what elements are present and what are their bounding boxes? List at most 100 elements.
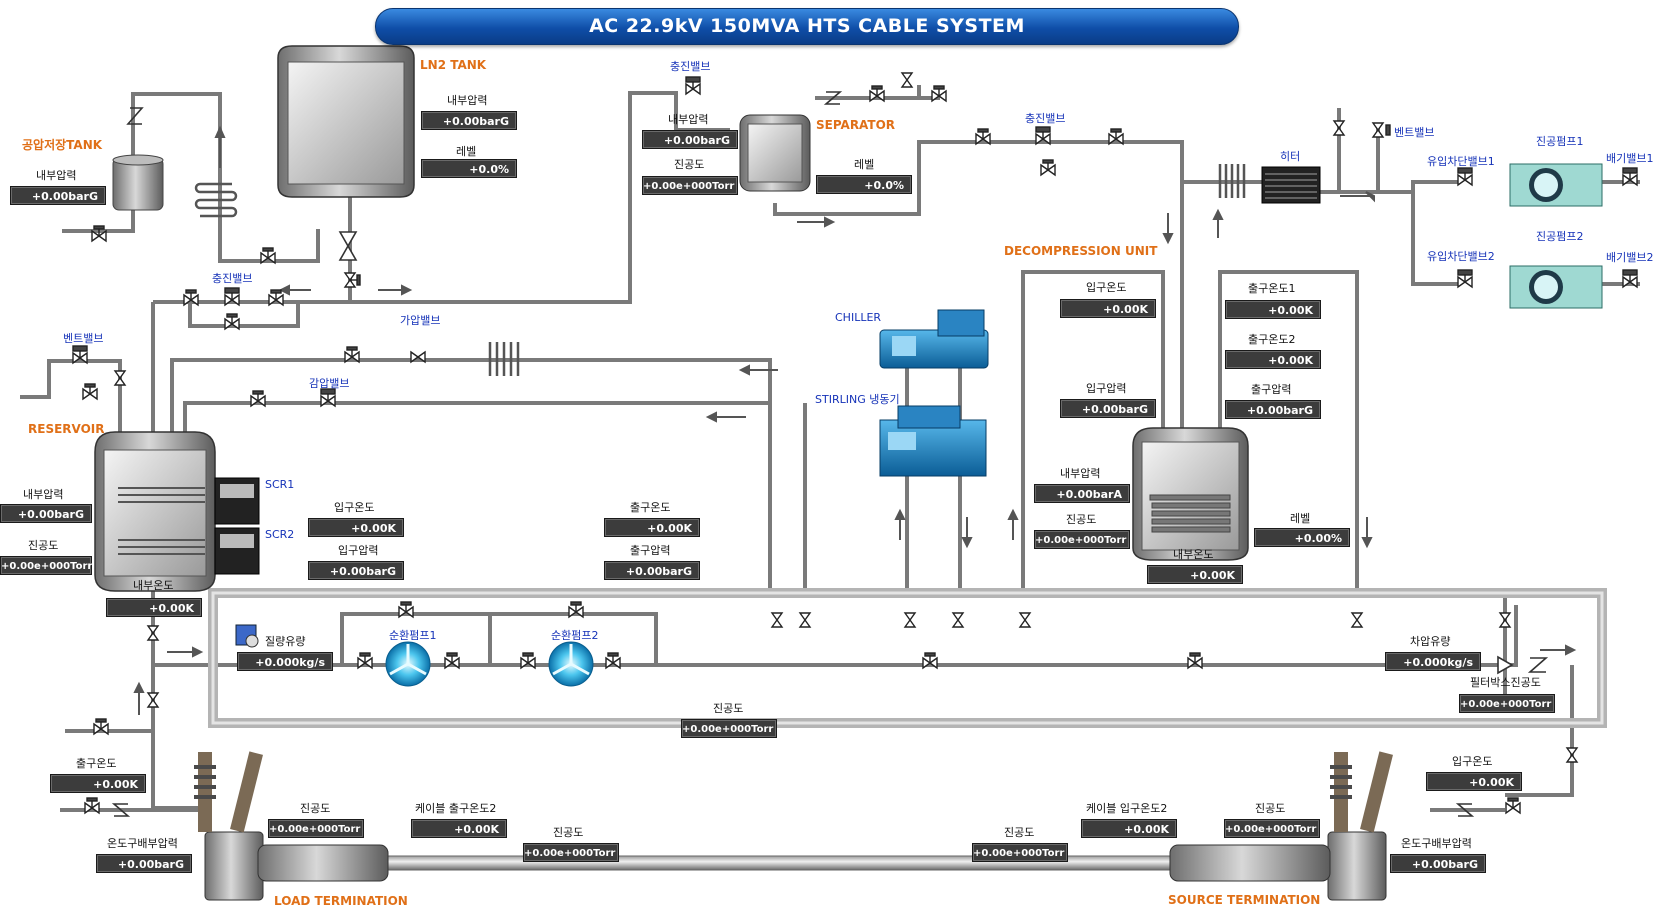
decomp-in-press-label: 입구압력: [1086, 382, 1127, 395]
decomp-int-temp-readout: +0.00K: [1147, 565, 1243, 584]
load-out-temp-label: 출구온도: [76, 757, 117, 770]
chiller-icon: [879, 309, 989, 369]
exhaust-valve1-label: 배기밸브1: [1606, 152, 1654, 165]
heater-label: 히터: [1280, 150, 1301, 163]
decomp-vacuum-readout: +0.00e+000Torr: [1034, 530, 1130, 549]
source-vacuum2-label: 진공도: [1004, 826, 1035, 839]
load-termination-icon: [194, 751, 389, 901]
flow-arrows: [133, 125, 1577, 715]
fill-valve-separator-label: 충진밸브: [670, 60, 711, 73]
chiller-label: CHILLER: [835, 311, 882, 324]
load-gradient-press-label: 온도구배부압력: [107, 837, 178, 850]
loop-out-temp-readout: +0.00K: [604, 518, 700, 537]
separator-vacuum-readout: +0.00e+000Torr: [642, 176, 738, 195]
source-cable-in-temp-readout: +0.00K: [1081, 819, 1177, 838]
source-termination-label: SOURCE TERMINATION: [1168, 893, 1321, 907]
air-tank-pressure-label: 내부압력: [36, 169, 77, 182]
vacuum-pump2-icon: [1509, 265, 1603, 309]
decomp-out-temp1-label: 출구온도1: [1248, 282, 1296, 295]
reservoir-temp-label: 내부온도: [133, 579, 174, 592]
decomp-int-temp-label: 내부온도: [1173, 548, 1214, 561]
ln2-tank-icon: [277, 45, 415, 198]
ln2-pressure-readout: +0.00barG: [421, 111, 517, 130]
scr2-label: SCR2: [265, 528, 295, 541]
source-in-temp-label: 입구온도: [1452, 755, 1493, 768]
load-vacuum1-readout: +0.00e+000Torr: [268, 819, 364, 838]
decomp-out-press-readout: +0.00barG: [1225, 400, 1321, 419]
load-out-temp-readout: +0.00K: [50, 774, 146, 793]
decomp-level-readout: +0.00%: [1254, 528, 1350, 547]
valve-icons: [72, 72, 1638, 815]
stirling-cooler-icon: [879, 405, 987, 477]
loop-out-press-label: 출구압력: [630, 544, 671, 557]
loop-in-press-readout: +0.00barG: [308, 561, 404, 580]
separator-pressure-readout: +0.00barG: [642, 130, 738, 149]
filter-box-vacuum-readout: +0.00e+000Torr: [1459, 694, 1555, 713]
oil-block-valve1-label: 유입차단밸브1: [1427, 155, 1495, 168]
source-vacuum1-readout: +0.00e+000Torr: [1224, 819, 1320, 838]
decomp-int-press-label: 내부압력: [1060, 467, 1101, 480]
loop-in-press-label: 입구압력: [338, 544, 379, 557]
subcooler-vessel-icon: [1132, 427, 1249, 561]
reservoir-pressure-label: 내부압력: [23, 488, 64, 501]
source-vacuum2-readout: +0.00e+000Torr: [972, 843, 1068, 862]
ln2-pressure-label: 내부압력: [447, 94, 488, 107]
vacuum-pump2-label: 진공펌프2: [1536, 230, 1584, 243]
load-vacuum2-readout: +0.00e+000Torr: [523, 843, 619, 862]
source-termination-icon: [1169, 751, 1393, 901]
decompression-unit-label: DECOMPRESSION UNIT: [1004, 244, 1158, 258]
circulation-pump2-label: 순환펌프2: [551, 629, 599, 642]
loop-out-press-readout: +0.00barG: [604, 561, 700, 580]
scr-heater-icon: [214, 477, 260, 575]
load-cable-out-temp-label: 케이블 출구온도2: [415, 802, 497, 815]
stirling-label: STIRLING 냉동기: [815, 393, 900, 406]
mass-flow-readout: +0.000kg/s: [237, 652, 333, 671]
load-cable-out-temp-readout: +0.00K: [411, 819, 507, 838]
source-in-temp-readout: +0.00K: [1426, 772, 1522, 791]
loop-out-temp-label: 출구온도: [630, 501, 671, 514]
decomp-level-label: 레벨: [1290, 512, 1311, 525]
diff-flow-label: 차압유량: [1410, 635, 1451, 648]
decomp-in-temp-label: 입구온도: [1086, 281, 1127, 294]
loop-vacuum-readout: +0.00e+000Torr: [681, 719, 777, 738]
loop-vacuum-label: 진공도: [713, 702, 744, 715]
scr1-label: SCR1: [265, 478, 295, 491]
check-valve-icons: [111, 91, 1549, 817]
filter-box-vacuum-label: 필터박스진공도: [1470, 676, 1541, 689]
reservoir-label: RESERVOIR: [28, 422, 105, 436]
decomp-out-temp2-label: 출구온도2: [1248, 333, 1296, 346]
heater-icon: [1261, 166, 1321, 204]
vent-valve-right-label: 벤트밸브: [1394, 126, 1435, 139]
vent-valve-left-label: 벤트밸브: [63, 332, 104, 345]
decomp-vacuum-label: 진공도: [1066, 513, 1097, 526]
decomp-out-temp1-readout: +0.00K: [1225, 300, 1321, 319]
reservoir-icon: [94, 431, 216, 592]
separator-label: SEPARATOR: [816, 118, 896, 132]
mass-flow-label: 질량유량: [265, 635, 306, 648]
circulation-pump2-icon: [548, 641, 594, 687]
fill-valve-mid-label: 충진밸브: [1025, 112, 1066, 125]
vacuum-pump1-icon: [1509, 163, 1603, 207]
decomp-out-temp2-readout: +0.00K: [1225, 350, 1321, 369]
decomp-in-press-readout: +0.00barG: [1060, 399, 1156, 418]
reservoir-pressure-readout: +0.00barG: [0, 504, 92, 523]
ln2-level-label: 레벨: [456, 145, 477, 158]
page-title: AC 22.9kV 150MVA HTS CABLE SYSTEM: [375, 8, 1239, 45]
circulation-pump1-icon: [385, 641, 431, 687]
air-tank-label: 공압저장TANK: [22, 138, 103, 152]
ln2-tank-label: LN2 TANK: [420, 58, 487, 72]
loop-in-temp-label: 입구온도: [334, 501, 375, 514]
loop-in-temp-readout: +0.00K: [308, 518, 404, 537]
ln2-level-readout: +0.0%: [421, 159, 517, 178]
air-storage-tank-icon: [112, 154, 164, 211]
load-gradient-press-readout: +0.00barG: [96, 854, 192, 873]
load-vacuum1-label: 진공도: [300, 802, 331, 815]
separator-icon: [739, 114, 811, 192]
source-gradient-press-readout: +0.00barG: [1390, 854, 1486, 873]
diff-flow-readout: +0.000kg/s: [1385, 652, 1481, 671]
pressurize-valve-label: 가압밸브: [400, 314, 441, 327]
load-termination-label: LOAD TERMINATION: [274, 894, 408, 908]
air-tank-pressure-readout: +0.00barG: [10, 186, 106, 205]
oil-block-valve2-label: 유입차단밸브2: [1427, 250, 1495, 263]
